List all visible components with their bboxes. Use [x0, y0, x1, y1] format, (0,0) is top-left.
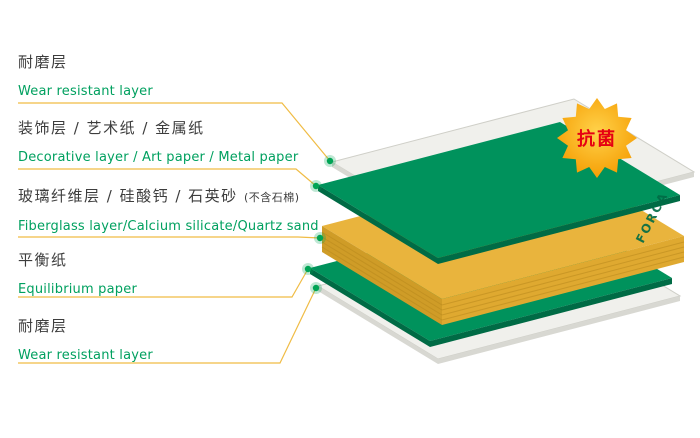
- label-zh: 平衡纸: [18, 251, 68, 269]
- equilibrium-left-face: [310, 268, 430, 347]
- connector-line-2: [18, 168, 317, 187]
- label-en: Wear resistant layer: [18, 84, 153, 99]
- connector-dot-1: [326, 157, 334, 165]
- antibacterial-badge: 抗菌: [557, 98, 637, 178]
- label-fiberglass-core: 玻璃纤维层 / 硅酸钙 / 石英砂 (不含石棉) Fiberglass laye…: [18, 186, 319, 235]
- label-decorative-layer: 装饰层 / 艺术纸 / 金属纸 Decorative layer / Art p…: [18, 118, 298, 166]
- connector-line-5: [18, 287, 317, 364]
- connectors: [18, 102, 336, 364]
- label-en: Equilibrium paper: [18, 282, 137, 297]
- label-zh-note: (不含石棉): [243, 191, 300, 204]
- core-stripe-4: [321, 246, 685, 321]
- connector-dot-3: [316, 234, 324, 242]
- badge-text: 抗菌: [577, 128, 617, 150]
- label-zh: 玻璃纤维层 / 硅酸钙 / 石英砂 (不含石棉): [18, 186, 319, 208]
- label-wear-layer-top: 耐磨层 Wear resistant layer: [18, 52, 153, 100]
- core-stripe-3: [321, 241, 685, 316]
- label-zh: 耐磨层: [18, 317, 68, 335]
- label-en: Fiberglass layer/Calcium silicate/Quartz…: [18, 219, 319, 234]
- badge-starburst: [557, 98, 637, 178]
- label-zh: 装饰层 / 艺术纸 / 金属纸: [18, 119, 205, 137]
- decorative-right-face: [438, 195, 680, 264]
- connector-dot-2: [312, 182, 320, 190]
- core-stripe-2: [321, 236, 685, 311]
- connector-line-1: [18, 102, 331, 162]
- connector-line-4: [18, 268, 309, 298]
- label-en: Decorative layer / Art paper / Metal pap…: [18, 150, 299, 165]
- connector-dot-5: [312, 284, 320, 292]
- label-wear-layer-bottom: 耐磨层 Wear resistant layer: [18, 316, 153, 364]
- label-en: Wear resistant layer: [18, 348, 153, 363]
- bottom-wear-left-face: [318, 286, 438, 364]
- core-stripe-1: [321, 231, 685, 306]
- label-zh-main: 玻璃纤维层 / 硅酸钙 / 石英砂: [18, 187, 238, 205]
- connector-line-3: [18, 236, 321, 239]
- connector-dot-4: [304, 265, 312, 273]
- bottom-wear-right-face: [438, 296, 680, 364]
- label-zh: 耐磨层: [18, 53, 68, 71]
- equilibrium-right-face: [430, 278, 672, 347]
- decorative-left-face: [318, 185, 438, 264]
- label-equilibrium-paper: 平衡纸 Equilibrium paper: [18, 250, 137, 298]
